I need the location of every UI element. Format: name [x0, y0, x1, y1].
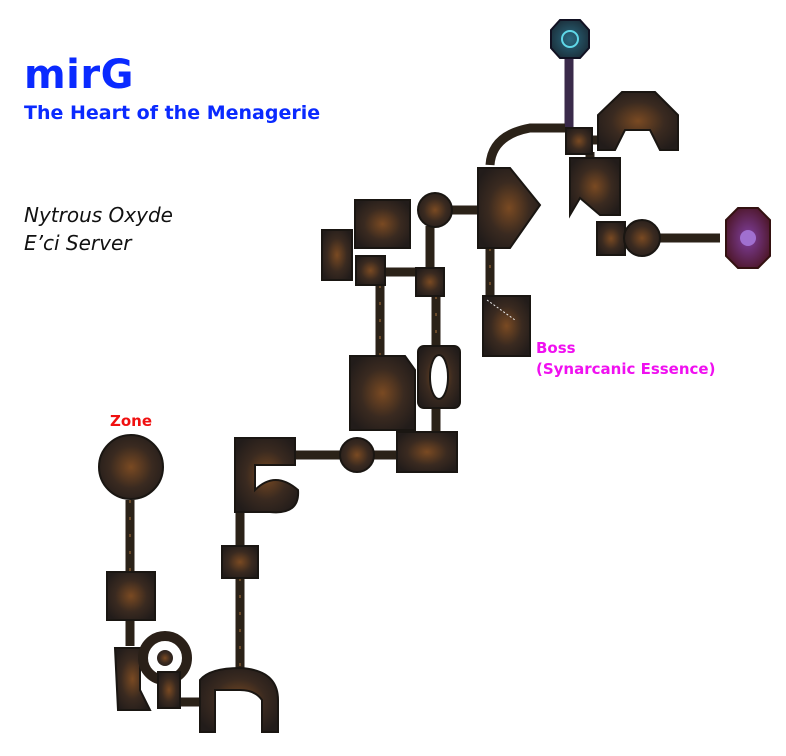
round-room [417, 192, 453, 228]
round-room [339, 437, 375, 473]
boss-name: (Synarcanic Essence) [536, 360, 716, 378]
arrow-room [477, 167, 542, 249]
s-room [569, 157, 621, 219]
side-room [321, 229, 353, 281]
corridor-room [221, 545, 259, 579]
rooms [98, 19, 771, 733]
boss-room [482, 295, 531, 357]
portal-icon [561, 30, 579, 48]
large-room [349, 355, 416, 431]
arch-room [597, 91, 679, 151]
arch-room [199, 666, 279, 733]
map-subtitle: The Heart of the Menagerie [24, 102, 321, 124]
map-title: mirG [24, 52, 134, 98]
server-credit: E’ci Server [24, 231, 132, 255]
ni-room [354, 199, 411, 249]
round-room [623, 219, 661, 257]
small-room [596, 221, 626, 256]
zone-label: Zone [110, 412, 153, 430]
zone-room [98, 434, 164, 500]
crystal-icon [740, 230, 756, 246]
hook-room [113, 647, 152, 711]
cross-room [396, 431, 458, 473]
teleport-room [550, 19, 590, 59]
square-room [106, 571, 156, 621]
junction-room [565, 127, 593, 155]
boss-label: Boss [536, 339, 576, 357]
junction-room [415, 267, 445, 297]
spiral-room [234, 437, 300, 514]
author-credit: Nytrous Oxyde [24, 203, 173, 227]
ring-stem [157, 671, 181, 709]
junction-room [355, 255, 386, 286]
